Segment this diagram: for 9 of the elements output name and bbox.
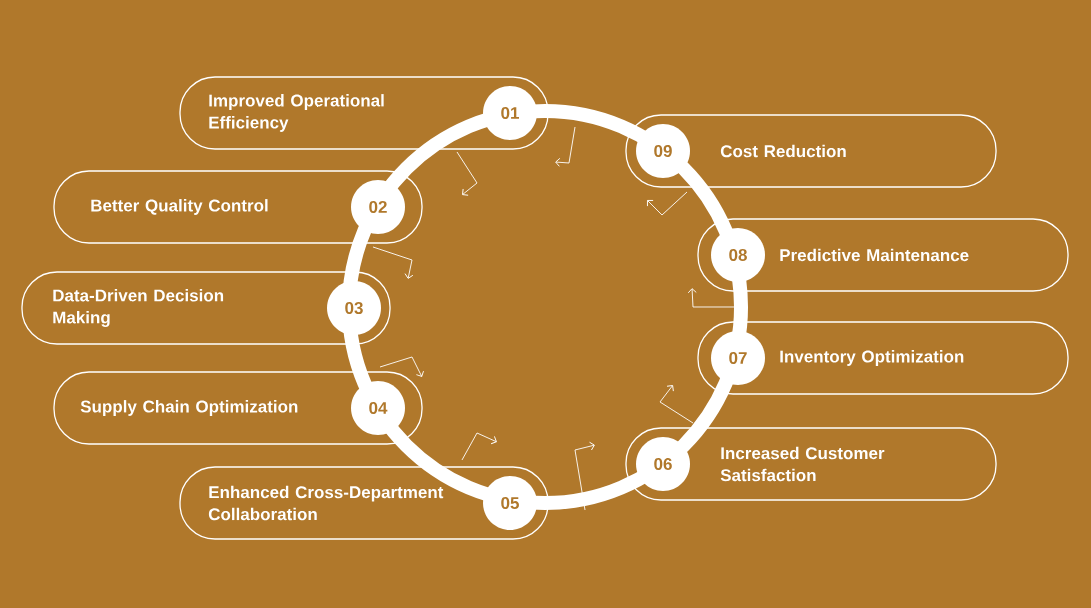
step-pill: Supply Chain Optimization 04 [53,371,423,445]
step-pill: 06 Increased Customer Satisfaction [625,427,997,501]
step-pill: Better Quality Control 02 [53,170,423,244]
step-pill: Data-Driven Decision Making 03 [21,271,391,345]
step-pill: 08 Predictive Maintenance [697,218,1069,292]
step-pill: 09 Cost Reduction [625,114,997,188]
step-pill: 07 Inventory Optimization [697,321,1069,395]
step-pill: Improved Operational Efficiency 01 [179,76,549,150]
step-pill: Enhanced Cross-Department Collaboration 05 [179,466,549,540]
